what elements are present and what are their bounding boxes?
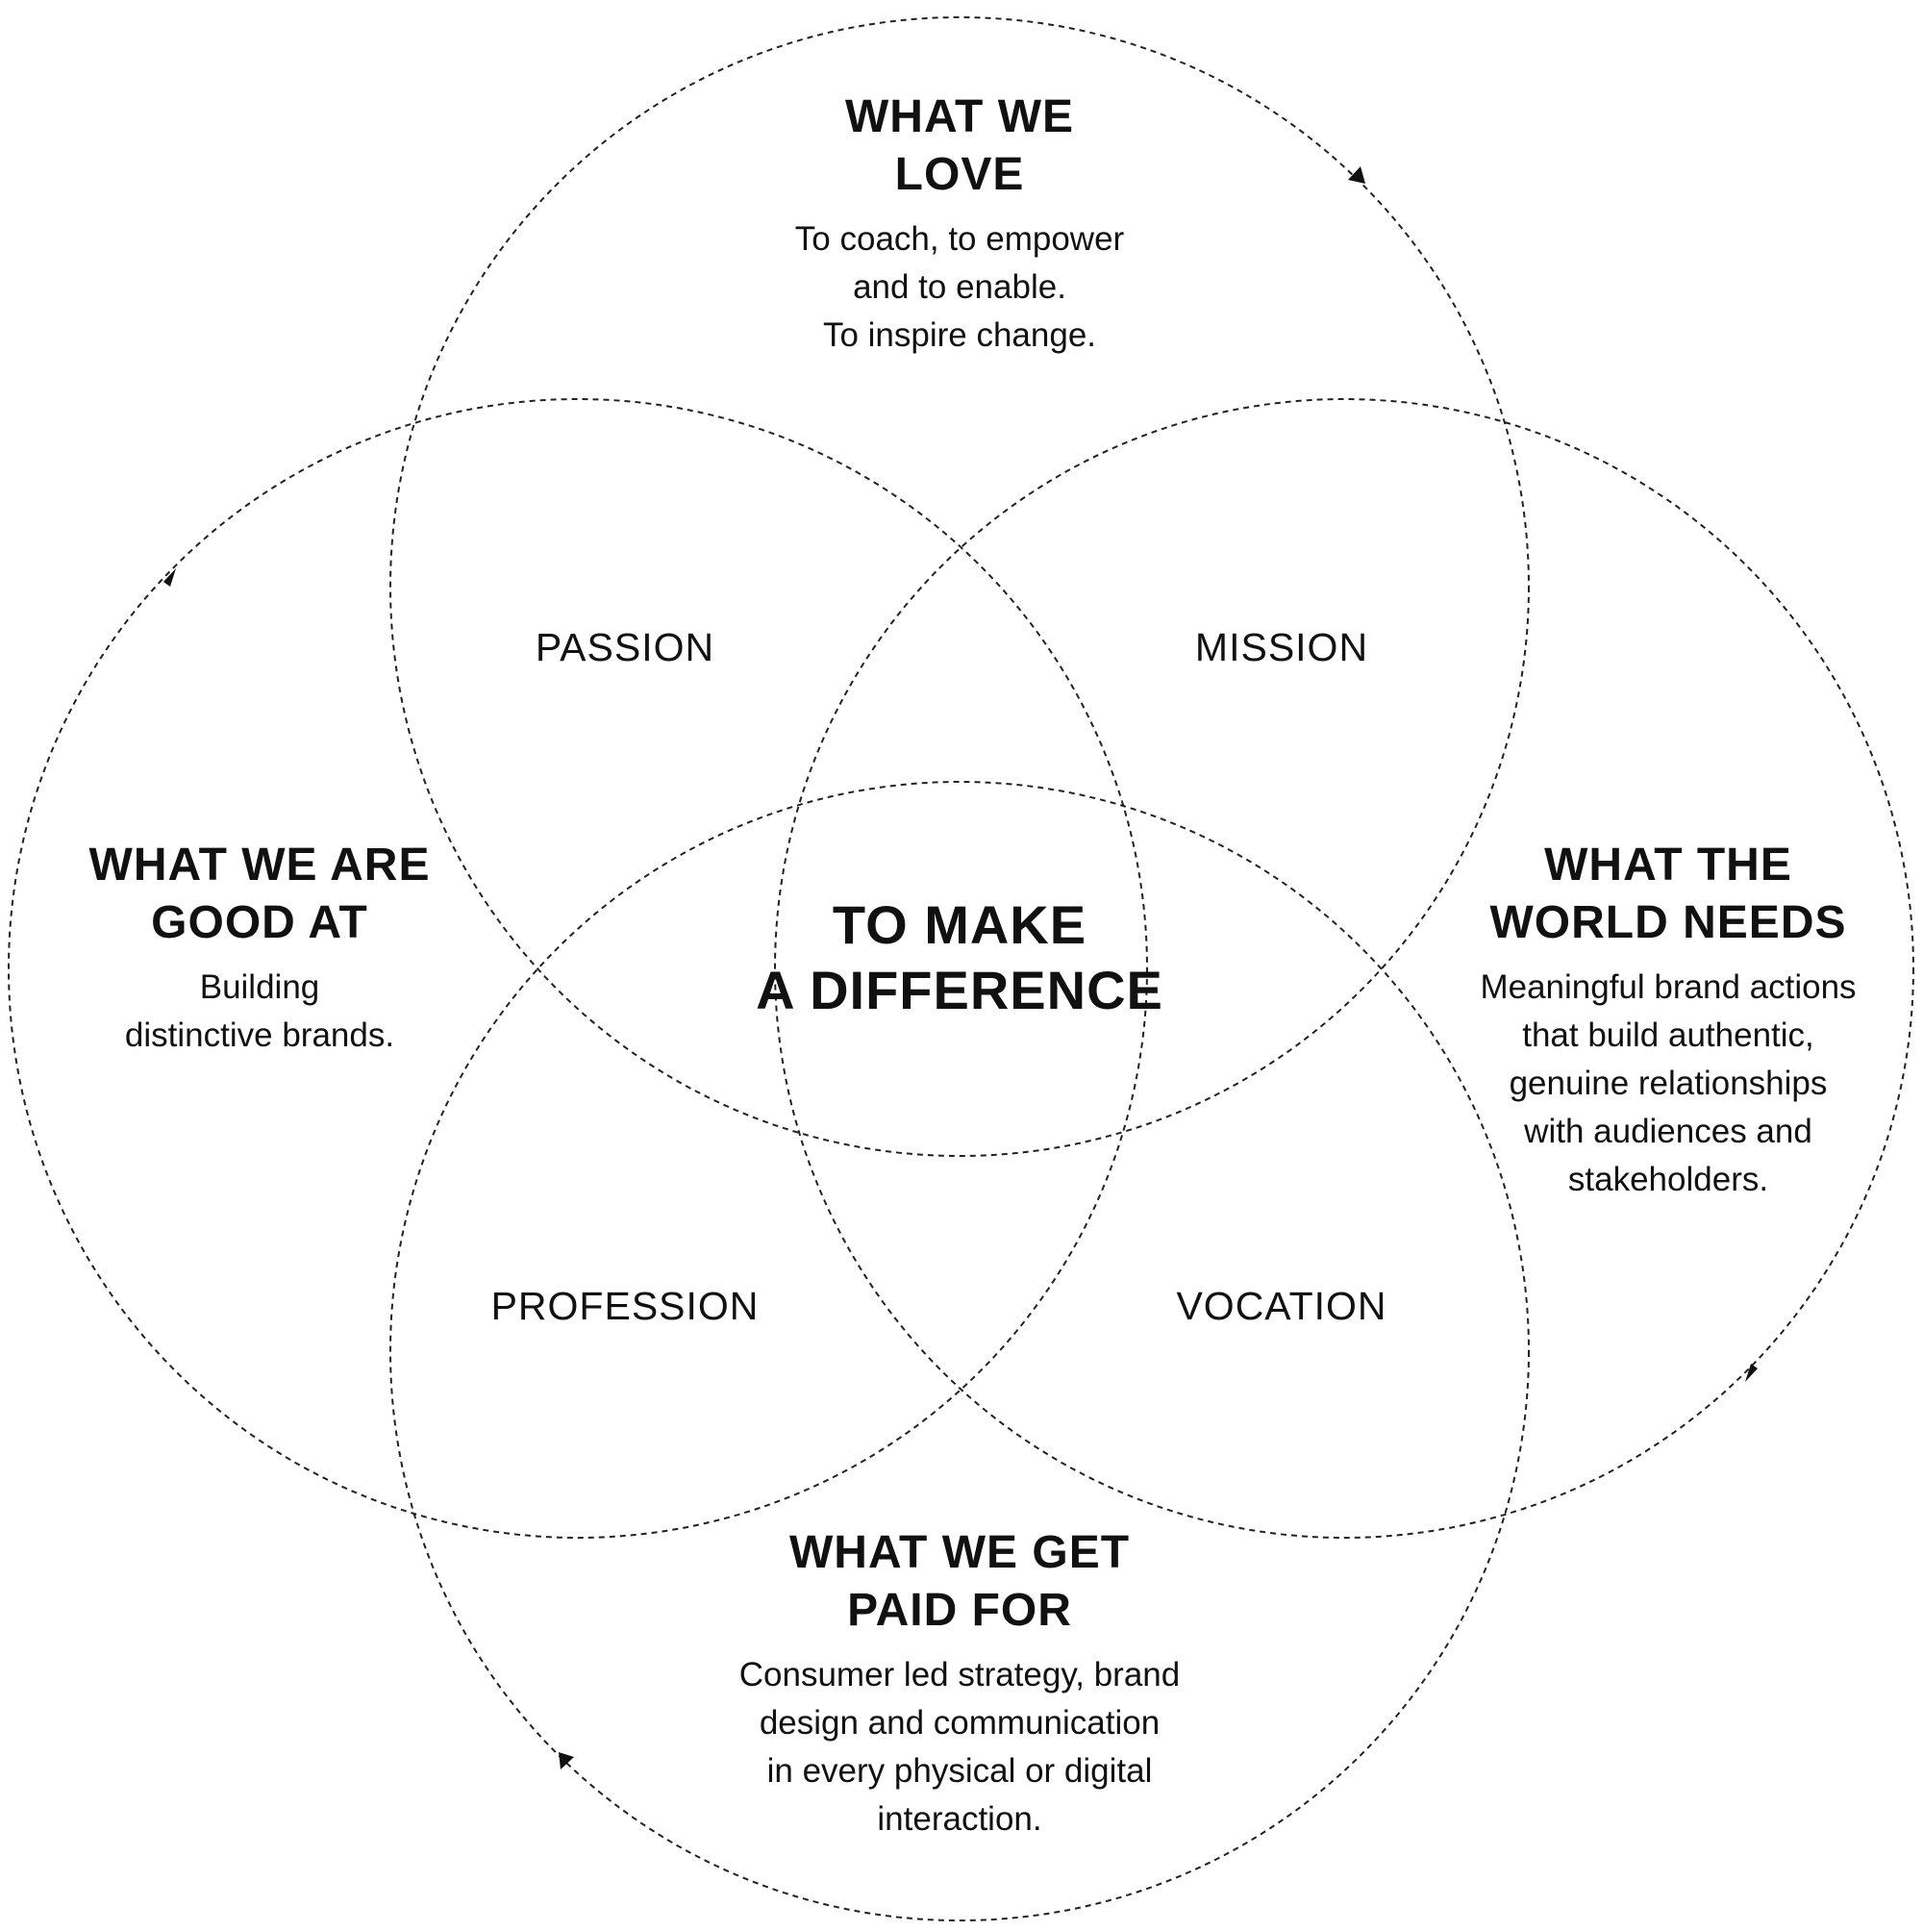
arrow-head-top-right (1348, 166, 1365, 184)
overlap-vocation: VOCATION (1176, 1284, 1387, 1328)
overlap-profession: PROFESSION (490, 1284, 760, 1328)
circle-what-we-love (389, 16, 1530, 1157)
love-heading: WHAT WE LOVE (844, 91, 1075, 200)
arrow-head-bottom-left (559, 1752, 574, 1769)
world-needs-block: WHAT THE WORLD NEEDS Meaningful brand ac… (1442, 837, 1894, 1204)
paid-for-heading: WHAT WE GET PAID FOR (788, 1527, 1131, 1636)
circle-what-we-are-good-at (8, 398, 1148, 1539)
circle-what-we-get-paid-for (389, 781, 1530, 1921)
circle-what-the-world-needs (774, 398, 1914, 1539)
center-label: TO MAKE A DIFFERENCE (756, 894, 1163, 1020)
arrow-head-left (163, 568, 176, 587)
love-block: WHAT WE LOVE To coach, to empower and to… (719, 88, 1200, 360)
good-at-heading: WHAT WE ARE GOOD AT (88, 840, 431, 948)
overlap-passion: PASSION (535, 625, 715, 669)
paid-for-block: WHAT WE GET PAID FOR Consumer led strate… (671, 1524, 1248, 1844)
good-at-block: WHAT WE ARE GOOD AT Building distinctive… (58, 837, 462, 1060)
overlap-mission: MISSION (1194, 625, 1369, 669)
paid-for-description: Consumer led strategy, brand design and … (738, 1656, 1181, 1838)
love-description: To coach, to empower and to enable. To i… (794, 220, 1125, 354)
good-at-description: Building distinctive brands. (124, 968, 395, 1054)
world-needs-description: Meaningful brand actions that build auth… (1480, 968, 1857, 1198)
world-needs-heading: WHAT THE WORLD NEEDS (1489, 840, 1847, 948)
arrow-head-right (1745, 1364, 1758, 1382)
